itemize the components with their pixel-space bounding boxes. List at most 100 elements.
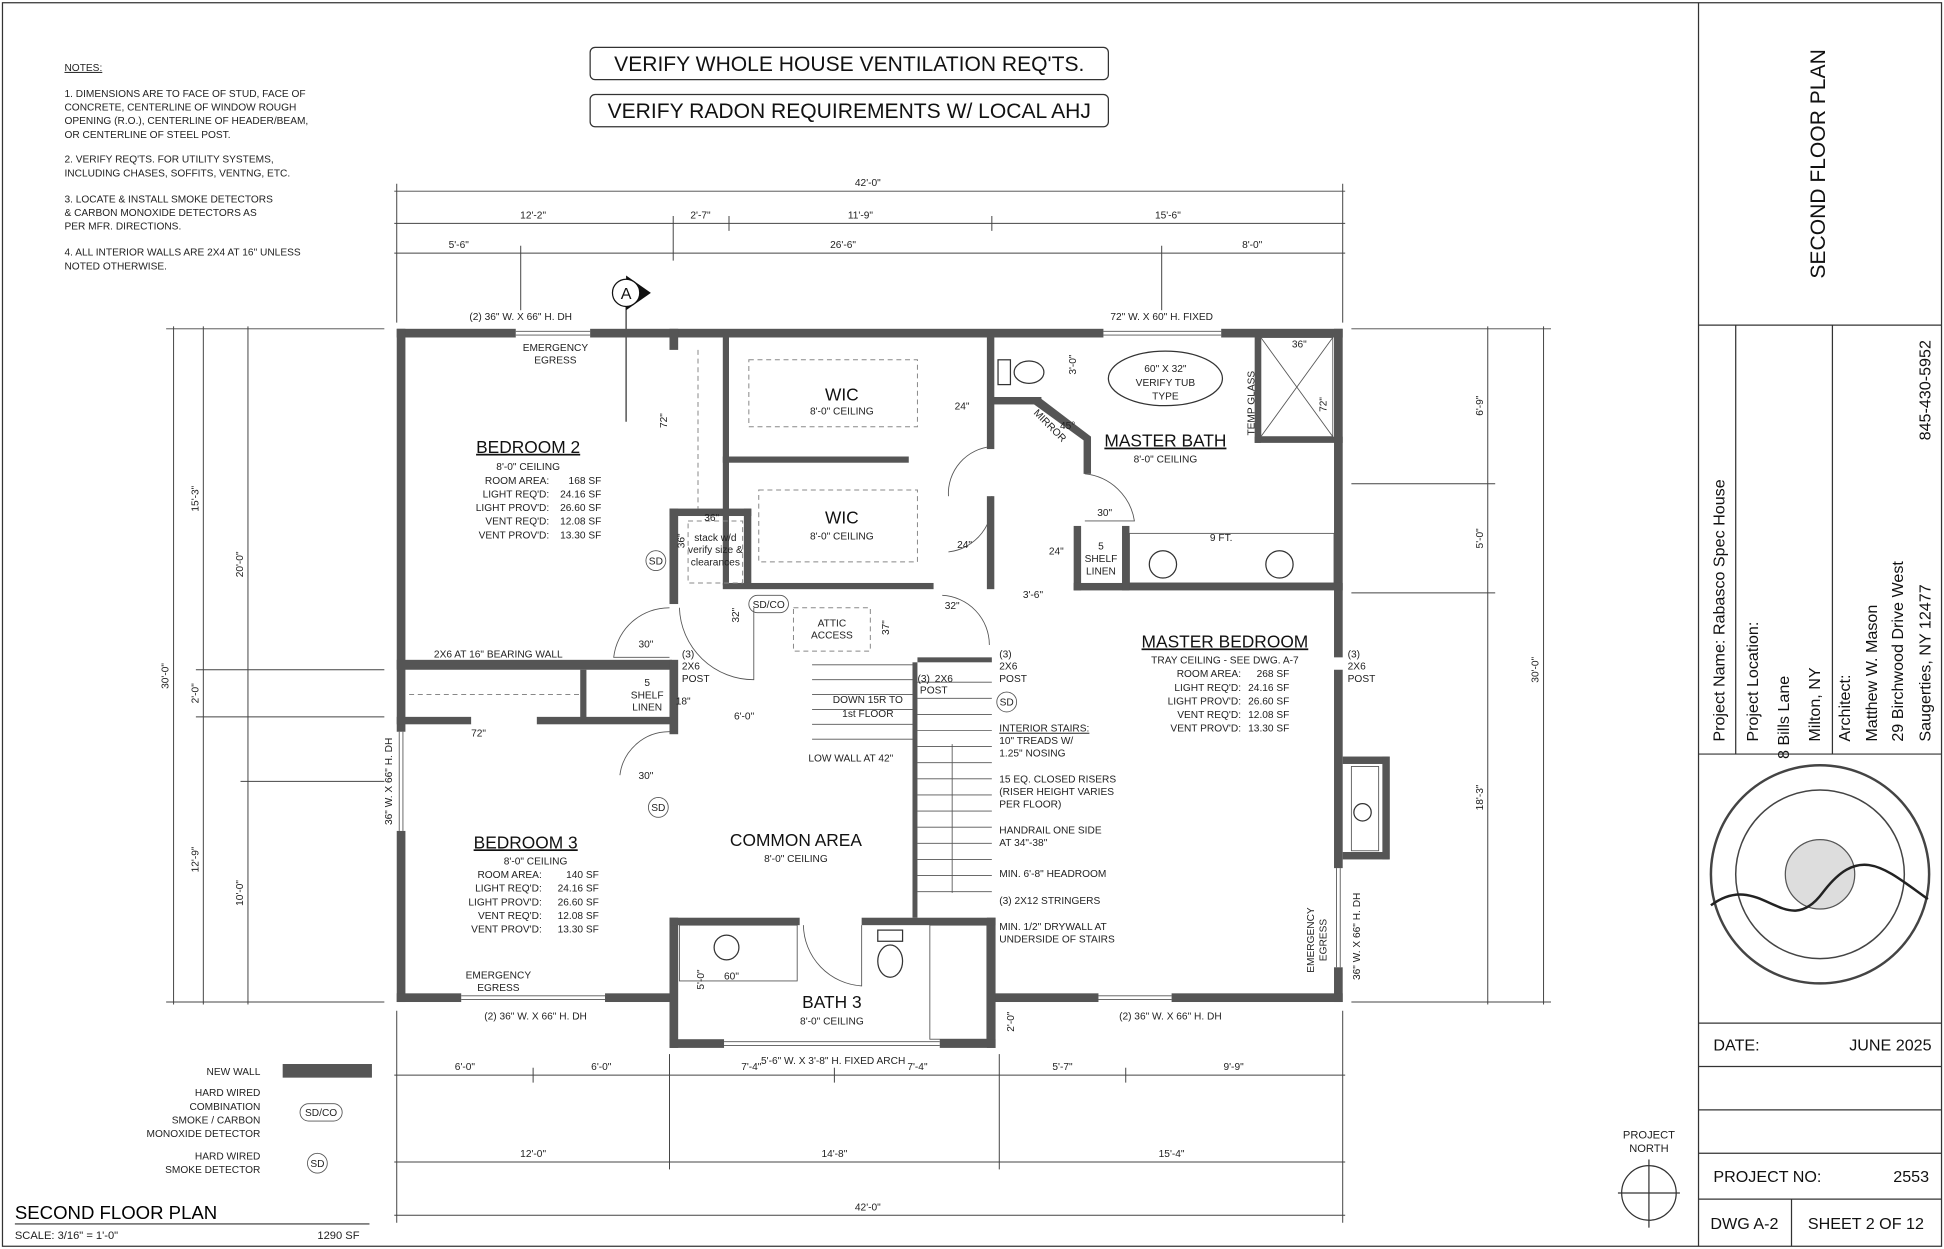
north-arrow: PROJECT NORTH: [1617, 1129, 1680, 1228]
callout: 36": [704, 513, 719, 524]
note-line: OR CENTERLINE OF STEEL POST.: [64, 130, 230, 141]
smoke-detector-icon: SD: [310, 1159, 324, 1170]
dim-text: 2'-0": [190, 683, 201, 704]
location-line: Milton, NY: [1806, 667, 1824, 742]
stair-note: PER FLOOR): [999, 799, 1061, 810]
callout: 37": [881, 620, 892, 635]
plan-scale: SCALE: 3/16" = 1'-0": [15, 1230, 118, 1242]
ventilation-banner-box: [589, 46, 1109, 81]
dim-text: 5'-7": [1052, 1062, 1073, 1073]
room-common-area: COMMON AREA: [730, 830, 862, 850]
legend-label: SMOKE DETECTOR: [165, 1165, 260, 1176]
callout: 3'-6": [1023, 590, 1044, 601]
post-label: (3): [999, 649, 1011, 660]
dim-text: 42'-0": [855, 178, 881, 189]
stack-label: clearances: [691, 558, 740, 569]
stair-note: (RISER HEIGHT VARIES: [999, 787, 1114, 798]
dim-text: 5'-0": [1475, 528, 1486, 549]
note-line: 1. DIMENSIONS ARE TO FACE OF STUD, FACE …: [64, 89, 305, 100]
radon-banner-box: [589, 93, 1109, 128]
fixtures: [409, 337, 1380, 1040]
dim-text: 7'-4": [907, 1062, 928, 1073]
room-stat-label: LIGHT REQ'D:: [475, 884, 542, 895]
smoke-detector-icon: SD: [651, 803, 665, 814]
dim-text: 15'-4": [1159, 1149, 1185, 1160]
callout: 24": [957, 540, 972, 551]
architect-line: 29 Birchwood Drive West: [1889, 561, 1907, 742]
room-stat-value: 24.16 SF: [558, 884, 599, 895]
dim-text: 12'-9": [190, 846, 201, 872]
room-master-bedroom: MASTER BEDROOM TRAY CEILING - SEE DWG. A…: [1142, 631, 1309, 734]
section-marker-a[interactable]: A: [611, 275, 651, 422]
bath3-shower: [929, 924, 988, 1040]
co-detector-icon: SD/CO: [753, 600, 785, 611]
callout: 72": [471, 729, 486, 740]
room-bedroom-3: BEDROOM 3 8'-0" CEILING ROOM AREA:140 SF…: [468, 832, 598, 935]
sink-icon: [1265, 550, 1294, 579]
room-stat-value: 24.16 SF: [560, 489, 601, 500]
egress-label: EGRESS: [477, 983, 520, 994]
callout: 2'-0": [1006, 1011, 1017, 1032]
sink-icon: [713, 934, 740, 961]
room-name: BEDROOM 3: [474, 832, 578, 852]
title-block: SECOND FLOOR PLAN Project Name: Rabasco …: [1697, 2, 1942, 1247]
dim-text: 26'-6": [830, 240, 856, 251]
room-ceiling: 8'-0" CEILING: [496, 462, 560, 473]
stair-note: (3) 2X12 STRINGERS: [999, 896, 1100, 907]
room-stat-value: 24.16 SF: [1248, 683, 1289, 694]
dim-text: 11'-9": [848, 210, 874, 221]
note-line: INCLUDING CHASES, SOFFITS, VENTNG, ETC.: [64, 168, 290, 179]
stair-note: HANDRAIL ONE SIDE: [999, 825, 1102, 836]
dim-text: 8'-0": [1242, 240, 1263, 251]
room-ceiling: 8'-0" CEILING: [800, 1016, 864, 1027]
room-stat-value: 268 SF: [1257, 669, 1290, 680]
project-name: Project Name: Rabasco Spec House: [1711, 479, 1729, 741]
legend-label: NEW WALL: [207, 1067, 261, 1078]
note-line: 4. ALL INTERIOR WALLS ARE 2X4 AT 16" UNL…: [64, 248, 300, 259]
architect-seal: [1709, 763, 1931, 985]
note-line: OPENING (R.O.), CENTERLINE OF HEADER/BEA…: [64, 116, 308, 127]
architect-line: Matthew W. Mason: [1863, 605, 1881, 742]
shower: [1260, 337, 1334, 438]
dim-text: 12'-2": [520, 210, 546, 221]
stack-label: stack w/d: [694, 533, 736, 544]
room-ceiling: 8'-0" CEILING: [810, 406, 874, 417]
linen-label: SHELF: [631, 690, 664, 701]
room-stat-label: ROOM AREA:: [477, 870, 541, 881]
callout: 30": [1097, 508, 1112, 519]
post-label: 2X6: [935, 674, 953, 685]
legend-label: SMOKE / CARBON: [172, 1116, 261, 1127]
room-wic-1: WIC: [825, 385, 859, 405]
dim-text: 6'-0": [591, 1062, 612, 1073]
dim-text: 30'-0": [1531, 656, 1542, 682]
stair-note: 1.25" NOSING: [999, 749, 1065, 760]
legend-label: HARD WIRED: [195, 1088, 260, 1099]
door-swings: [613, 446, 1135, 987]
dim-text: 20'-0": [235, 551, 246, 577]
egress-label: EGRESS: [1319, 919, 1330, 962]
room-bath-3: BATH 3: [802, 992, 861, 1012]
dim-text: 15'-3": [190, 485, 201, 511]
linen-label: SHELF: [1085, 554, 1118, 565]
notes: NOTES: 1. DIMENSIONS ARE TO FACE OF STUD…: [64, 63, 308, 272]
callout: 72": [659, 413, 670, 428]
room-stat-label: LIGHT REQ'D:: [1174, 683, 1241, 694]
post-label: POST: [920, 685, 948, 696]
room-stat-label: VENT PROV'D:: [479, 530, 550, 541]
note-line: PER MFR. DIRECTIONS.: [64, 222, 181, 233]
room-bedroom-2: BEDROOM 2 8'-0" CEILING ROOM AREA:168 SF…: [476, 437, 602, 542]
callout: 30": [638, 639, 653, 650]
room-stat-label: VENT REQ'D:: [1177, 710, 1241, 721]
architect-phone: 845-430-5952: [1916, 340, 1934, 440]
post-label: POST: [1348, 674, 1376, 685]
room-stat-label: ROOM AREA:: [485, 476, 549, 487]
date-value: JUNE 2025: [1849, 1036, 1931, 1054]
tub-label: TYPE: [1152, 391, 1179, 402]
sink-icon: [1148, 550, 1178, 579]
dim-text: 30'-0": [161, 663, 172, 689]
post-label: 2X6: [682, 662, 700, 673]
egress-label: EMERGENCY: [1306, 907, 1317, 973]
room-stat-value: 140 SF: [566, 870, 599, 881]
room-stat-value: 12.08 SF: [558, 911, 599, 922]
